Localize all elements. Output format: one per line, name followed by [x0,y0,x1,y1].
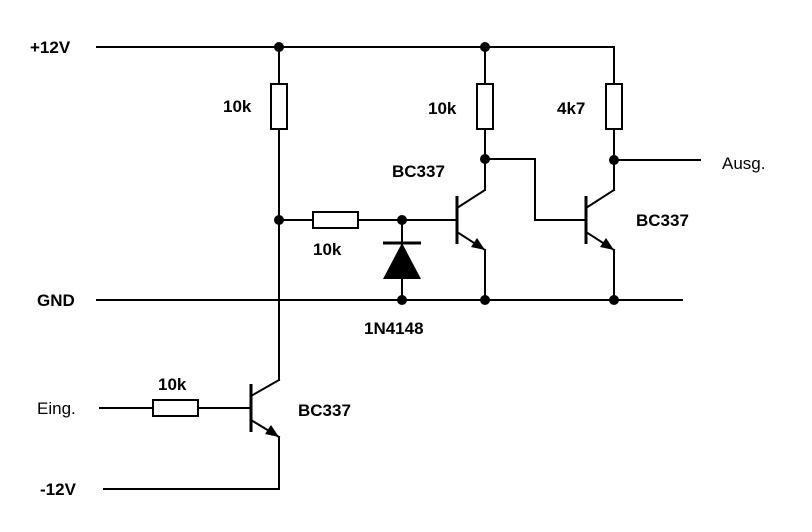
junction-dot [274,215,284,225]
resistor-r5 [152,399,199,417]
rail-neg12v-label: -12V [40,480,77,499]
r2-value-label: 10k [313,240,342,259]
input-label: Eing. [37,399,76,418]
q1-q2-link-wire [484,158,586,221]
r3-branch [476,46,494,130]
resistor-r4 [605,83,623,130]
q1-base-network [278,211,457,301]
r5-value-label: 10k [158,375,187,394]
q1-type-label: BC337 [392,162,445,181]
rail-neg12v-wire [103,436,280,490]
junction-dot [480,295,490,305]
diode-d1 [383,241,421,279]
transistor-q2 [584,129,616,301]
transistor-q1 [455,129,487,301]
junction-dot [397,215,407,225]
junction-dot [397,295,407,305]
junction-dot [480,42,490,52]
resistor-r2 [312,211,359,229]
transistor-q3 [249,378,281,439]
r3-value-label: 10k [428,99,457,118]
r4-value-label: 4k7 [557,99,585,118]
resistor-r3 [476,83,494,130]
q3-type-label: BC337 [298,401,351,420]
junction-dot [274,42,284,52]
q2-type-label: BC337 [636,211,689,230]
r1-branch [270,46,288,381]
rail-pos12v-label: +12V [30,38,71,57]
rail-gnd-label: GND [37,291,75,310]
junction-dot [609,155,619,165]
r4-branch [605,46,623,130]
junction-dot [480,154,490,164]
r1-value-label: 10k [223,97,252,116]
junction-dot [609,295,619,305]
input-network [99,399,252,417]
resistor-r1 [270,83,288,130]
output-label: Ausg. [722,154,765,173]
d1-type-label: 1N4148 [364,319,424,338]
